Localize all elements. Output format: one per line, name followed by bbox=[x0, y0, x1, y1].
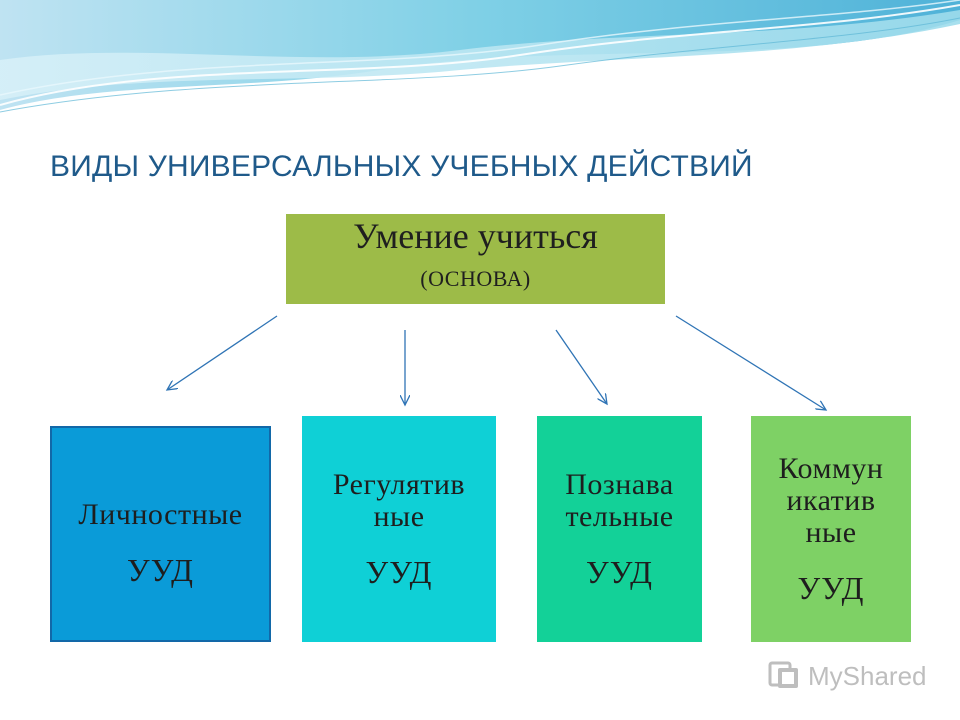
root-node-title: Умение учиться bbox=[353, 216, 598, 256]
node-communicative: Коммун икатив ные УУД bbox=[751, 416, 911, 642]
node-communicative-label-line-2: икатив bbox=[786, 484, 876, 517]
myshared-logo-icon bbox=[768, 661, 798, 688]
header-waves-decoration bbox=[0, 0, 960, 113]
node-cognitive-suffix: УУД bbox=[586, 554, 653, 590]
node-regulatory-suffix: УУД bbox=[365, 554, 433, 590]
arrow-to-communicative bbox=[675, 315, 826, 410]
watermark-text: MyShared bbox=[808, 660, 927, 691]
watermark: MyShared bbox=[768, 658, 927, 694]
node-regulatory: Регулятив ные УУД bbox=[302, 416, 496, 642]
arrow-to-cognitive bbox=[555, 329, 607, 404]
node-personal-label: Личностные bbox=[78, 498, 243, 531]
node-regulatory-label-line-2: ные bbox=[373, 500, 425, 533]
node-communicative-label-line-1: Коммун bbox=[778, 452, 884, 485]
slide-title: ВИДЫ УНИВЕРСАЛЬНЫХ УЧЕБНЫХ ДЕЙСТВИЙ bbox=[50, 150, 753, 183]
node-communicative-suffix: УУД bbox=[797, 570, 865, 606]
node-cognitive-label-line-2: тельные bbox=[565, 500, 674, 533]
node-regulatory-label-line-1: Регулятив bbox=[332, 468, 466, 501]
node-communicative-label-line-3: ные bbox=[805, 516, 857, 549]
node-cognitive-label-line-1: Познава bbox=[565, 468, 674, 501]
root-node: Умение учиться (ОСНОВА) bbox=[286, 214, 665, 304]
node-personal-suffix: УУД bbox=[127, 552, 194, 588]
node-cognitive: Познава тельные УУД bbox=[537, 416, 702, 642]
arrow-to-personal bbox=[167, 315, 278, 390]
root-node-subtitle: (ОСНОВА) bbox=[420, 266, 531, 291]
node-personal: Личностные УУД bbox=[50, 426, 271, 642]
